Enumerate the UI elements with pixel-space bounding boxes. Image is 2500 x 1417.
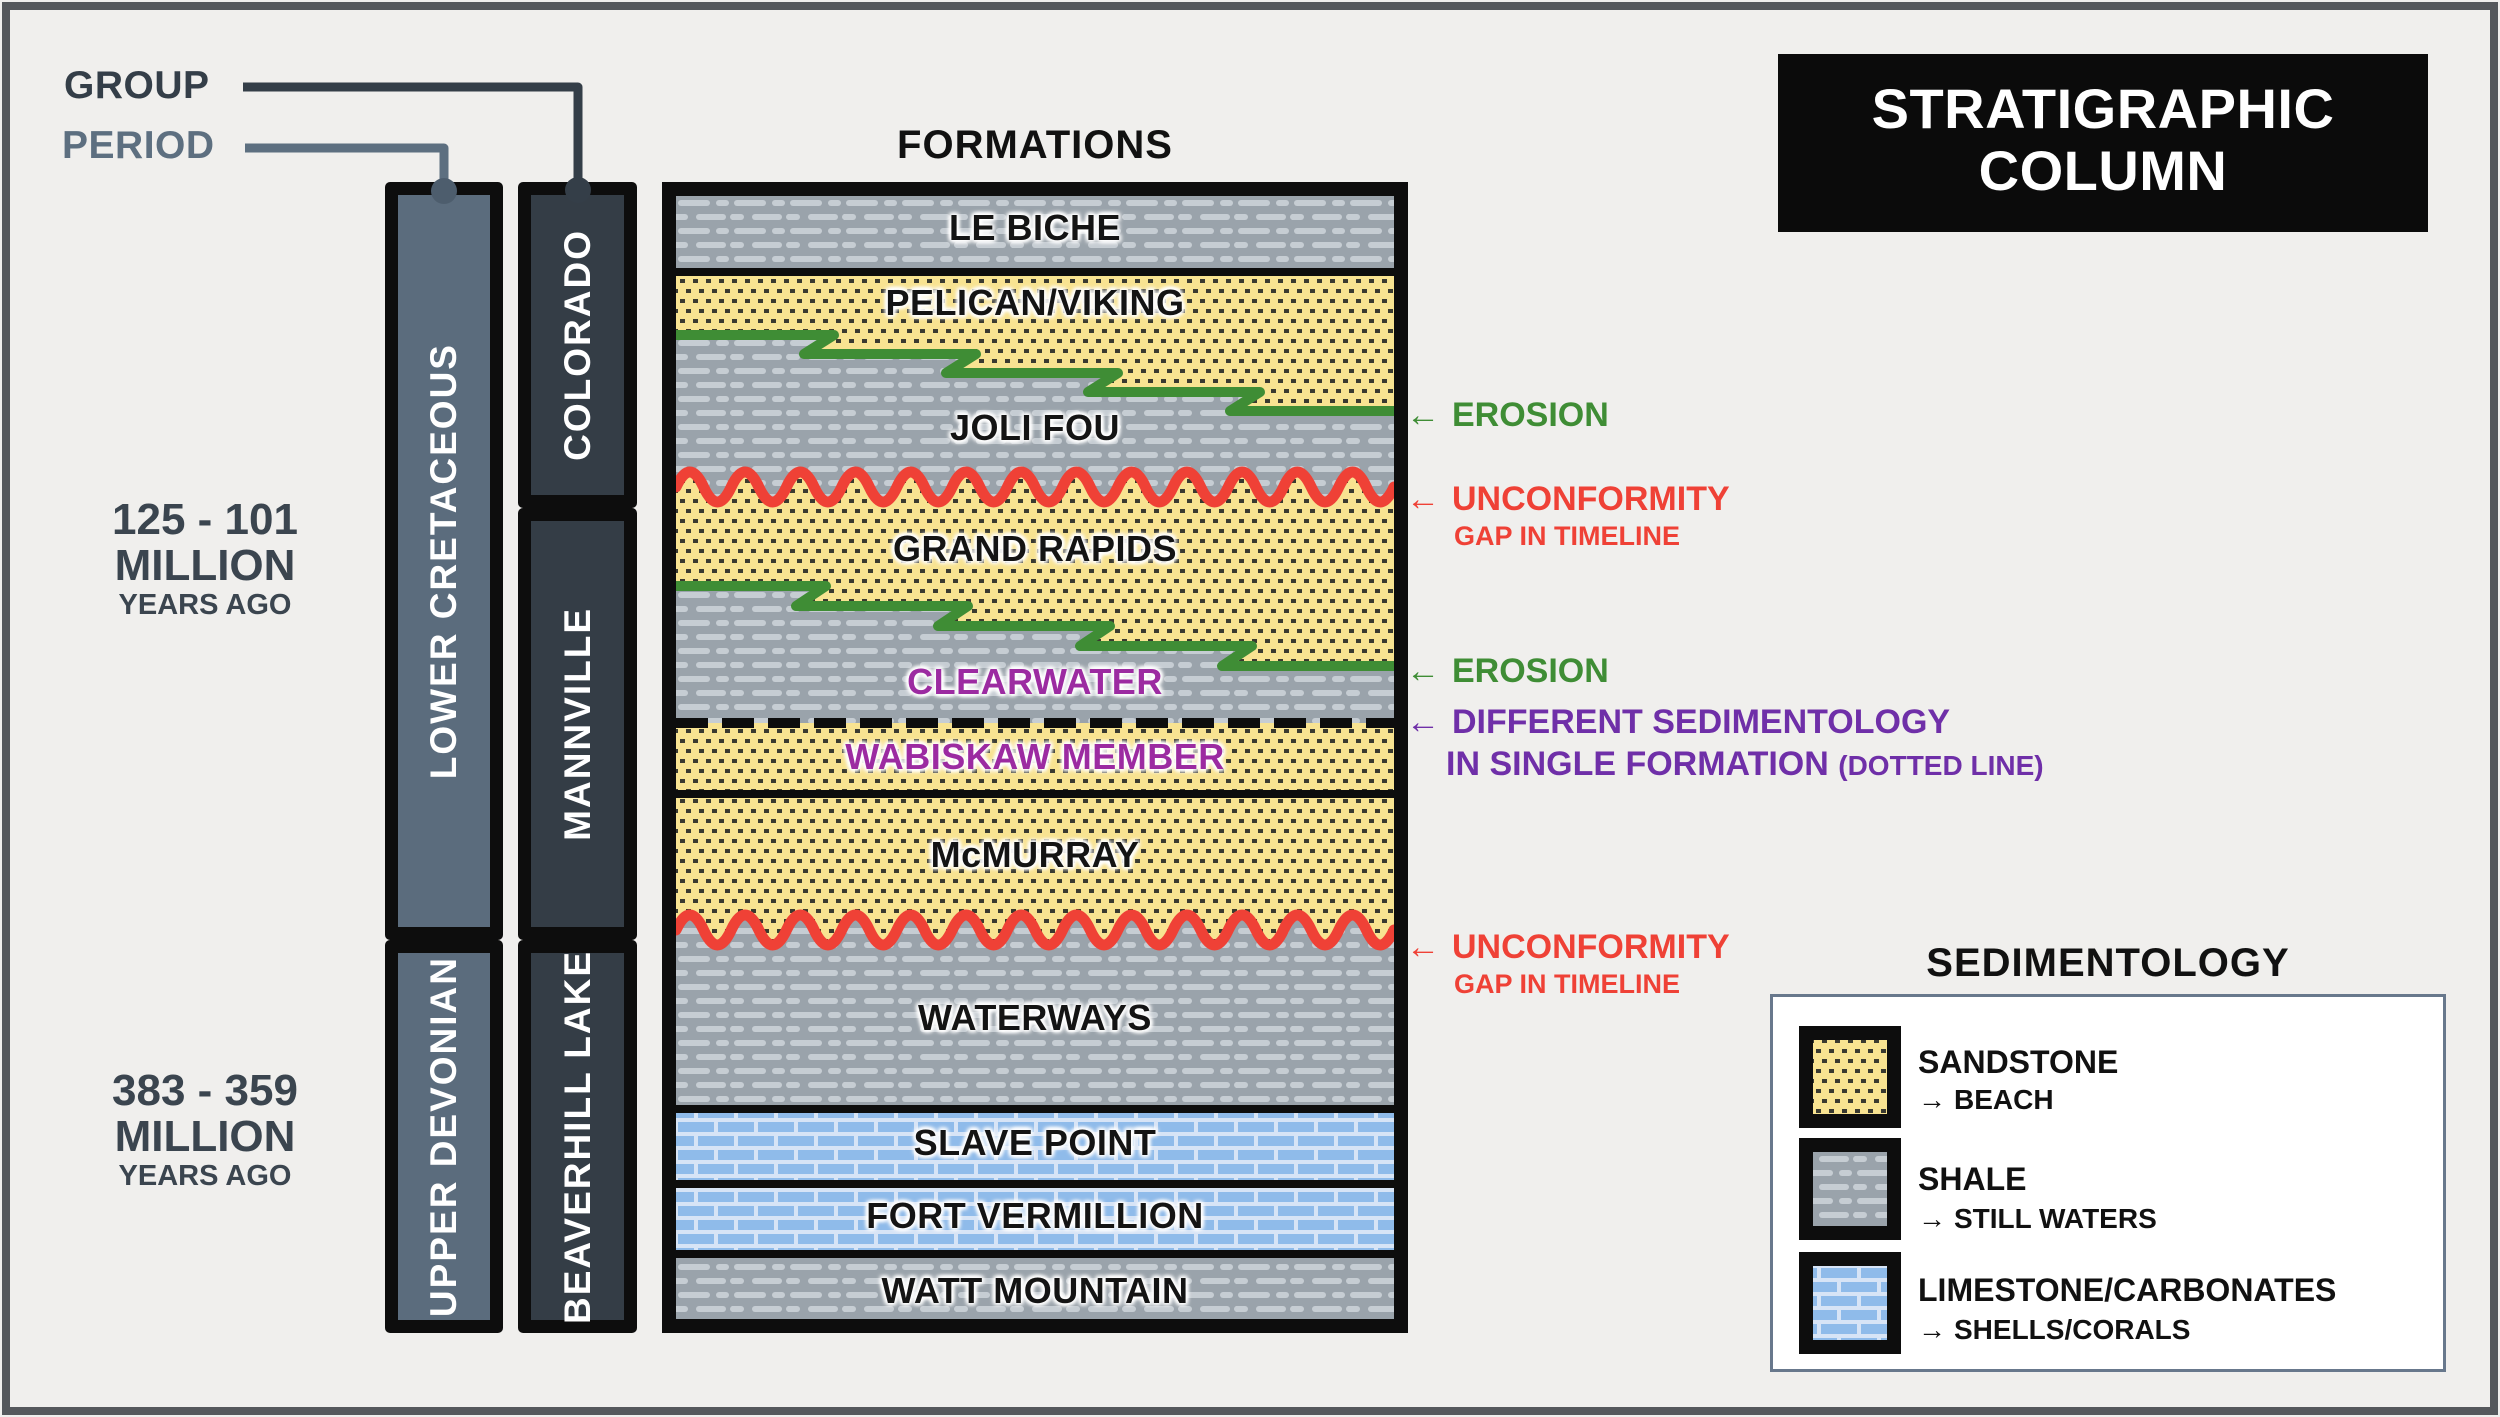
- shale-swatch-icon: [1799, 1138, 1901, 1240]
- formation-label-pelican-viking: PELICAN/VIKING: [885, 282, 1185, 323]
- era-label-cretaceous: 125 - 101 MILLION YEARS AGO: [112, 495, 298, 622]
- page-title: STRATIGRAPHIC COLUMN: [1778, 54, 2428, 232]
- formation-label-mcmurray: McMURRAY: [930, 834, 1140, 875]
- annotation-erosion-2: ←EROSION: [1406, 652, 1609, 690]
- left-arrow-icon: ←: [1406, 703, 1440, 741]
- period-axis-label: PERIOD: [62, 124, 215, 167]
- group-axis-label: GROUP: [64, 64, 210, 107]
- annotation-unconformity-1: ←UNCONFORMITY GAP IN TIMELINE: [1406, 480, 1730, 551]
- legend-title: SEDIMENTOLOGY: [1926, 941, 2290, 985]
- annotation-different-sedimentology: ←DIFFERENT SEDIMENTOLOGY IN SINGLE FORMA…: [1406, 703, 2044, 783]
- right-arrow-icon: →: [1918, 1203, 1946, 1234]
- left-arrow-icon: ←: [1406, 480, 1440, 518]
- formation-label-grand-rapids: GRAND RAPIDS: [892, 528, 1177, 569]
- legend-item-environment: →SHELLS/CORALS: [1918, 1314, 2191, 1345]
- sedimentology-legend: SANDSTONE →BEACH SHALE →STILL WATERS LIM…: [1770, 994, 2446, 1372]
- left-arrow-icon: ←: [1406, 652, 1440, 690]
- formation-label-slave-point: SLAVE POINT: [913, 1122, 1157, 1163]
- unconformity-line-1: [676, 466, 1394, 508]
- formation-label-wabiskaw-member: WABISKAW MEMBER: [845, 736, 1225, 777]
- erosion-line-1: [676, 330, 1394, 416]
- period-segment-label: UPPER DEVONIAN: [423, 955, 464, 1318]
- era-label-devonian: 383 - 359 MILLION YEARS AGO: [112, 1066, 298, 1193]
- group-segment-label: MANNVILLE: [556, 607, 598, 841]
- period-bar-upper-devonian: UPPER DEVONIAN: [385, 940, 503, 1333]
- formations-header: FORMATIONS: [897, 123, 1173, 167]
- left-arrow-icon: ←: [1406, 396, 1440, 434]
- formation-label-fort-vermillion: FORT VERMILLION: [866, 1195, 1204, 1236]
- formation-label-clearwater: CLEARWATER: [907, 661, 1163, 702]
- lithology-column-graphic: [676, 196, 1394, 1319]
- period-bar-lower-cretaceous: LOWER CRETACEOUS: [385, 182, 503, 940]
- formation-label-waterways: WATERWAYS: [918, 997, 1152, 1038]
- group-bar-mannville: MANNVILLE: [518, 508, 637, 940]
- period-segment-label: LOWER CRETACEOUS: [423, 342, 464, 780]
- annotation-erosion-1: ←EROSION: [1406, 396, 1609, 434]
- group-bar-beaverhill-lake: BEAVERHILL LAKE: [518, 940, 637, 1333]
- legend-item-name: SANDSTONE: [1918, 1044, 2119, 1080]
- group-segment-label: COLORADO: [556, 229, 598, 461]
- erosion-line-2: [676, 581, 1394, 671]
- limestone-swatch-icon: [1799, 1252, 1901, 1354]
- legend-item-name: LIMESTONE/CARBONATES: [1918, 1272, 2337, 1308]
- stratigraphic-column: [662, 182, 1408, 1333]
- group-bar-colorado: COLORADO: [518, 182, 637, 508]
- legend-item-environment: →STILL WATERS: [1918, 1203, 2157, 1234]
- sandstone-swatch-icon: [1799, 1026, 1901, 1128]
- left-arrow-icon: ←: [1406, 928, 1440, 966]
- right-arrow-icon: →: [1918, 1314, 1946, 1345]
- annotation-unconformity-2: ←UNCONFORMITY GAP IN TIMELINE: [1406, 928, 1730, 999]
- legend-item-name: SHALE: [1918, 1161, 2027, 1197]
- legend-item-environment: →BEACH: [1918, 1084, 2054, 1115]
- group-segment-label: BEAVERHILL LAKE: [556, 949, 598, 1324]
- formation-label-joli-fou: JOLI FOU: [949, 407, 1120, 448]
- formation-label-le-biche: LE BICHE: [948, 207, 1121, 248]
- right-arrow-icon: →: [1918, 1084, 1946, 1115]
- formation-label-watt-mountain: WATT MOUNTAIN: [881, 1270, 1189, 1311]
- unconformity-line-2: [676, 909, 1394, 951]
